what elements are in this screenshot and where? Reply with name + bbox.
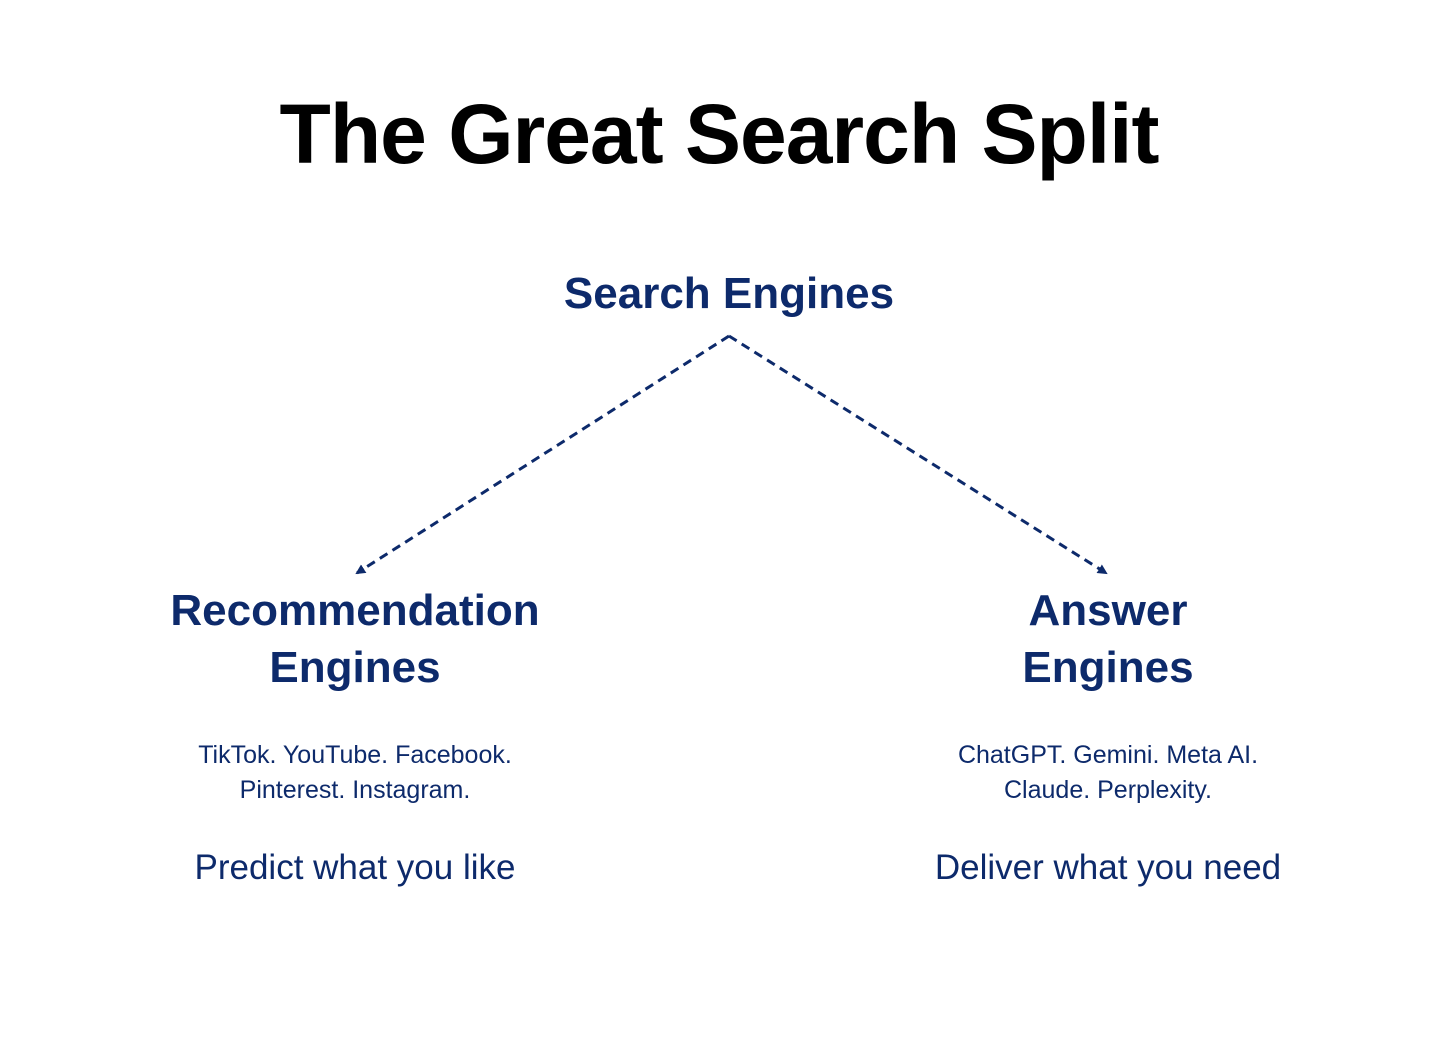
branch-title: Recommendation Engines <box>95 582 615 696</box>
branch-tagline: Deliver what you need <box>934 848 1282 887</box>
branch-title: Answer Engines <box>848 582 1368 696</box>
branch-title-line: Engines <box>269 643 441 692</box>
examples-line: ChatGPT. Gemini. Meta AI. <box>957 741 1259 769</box>
branch-examples: TikTok. YouTube. Facebook. Pinterest. In… <box>95 738 615 808</box>
page-title: The Great Search Split <box>279 87 1160 181</box>
examples-line: Claude. Perplexity. <box>1004 776 1212 804</box>
examples-line: TikTok. YouTube. Facebook. <box>198 741 512 769</box>
root-node-search-engines: Search Engines <box>563 269 895 318</box>
examples-line: Pinterest. Instagram. <box>239 776 471 804</box>
branch-title-line: Recommendation <box>170 586 540 635</box>
branch-answer-engines: Answer Engines ChatGPT. Gemini. Meta AI.… <box>848 582 1368 888</box>
branch-examples: ChatGPT. Gemini. Meta AI. Claude. Perple… <box>848 738 1368 808</box>
branch-tagline: Predict what you like <box>194 848 516 887</box>
branch-title-line: Answer <box>1028 586 1188 635</box>
branch-title-line: Engines <box>1022 643 1194 692</box>
arrow-to-recommendation-engines <box>355 334 730 575</box>
branch-recommendation-engines: Recommendation Engines TikTok. YouTube. … <box>95 582 615 888</box>
arrow-to-answer-engines <box>728 334 1108 575</box>
